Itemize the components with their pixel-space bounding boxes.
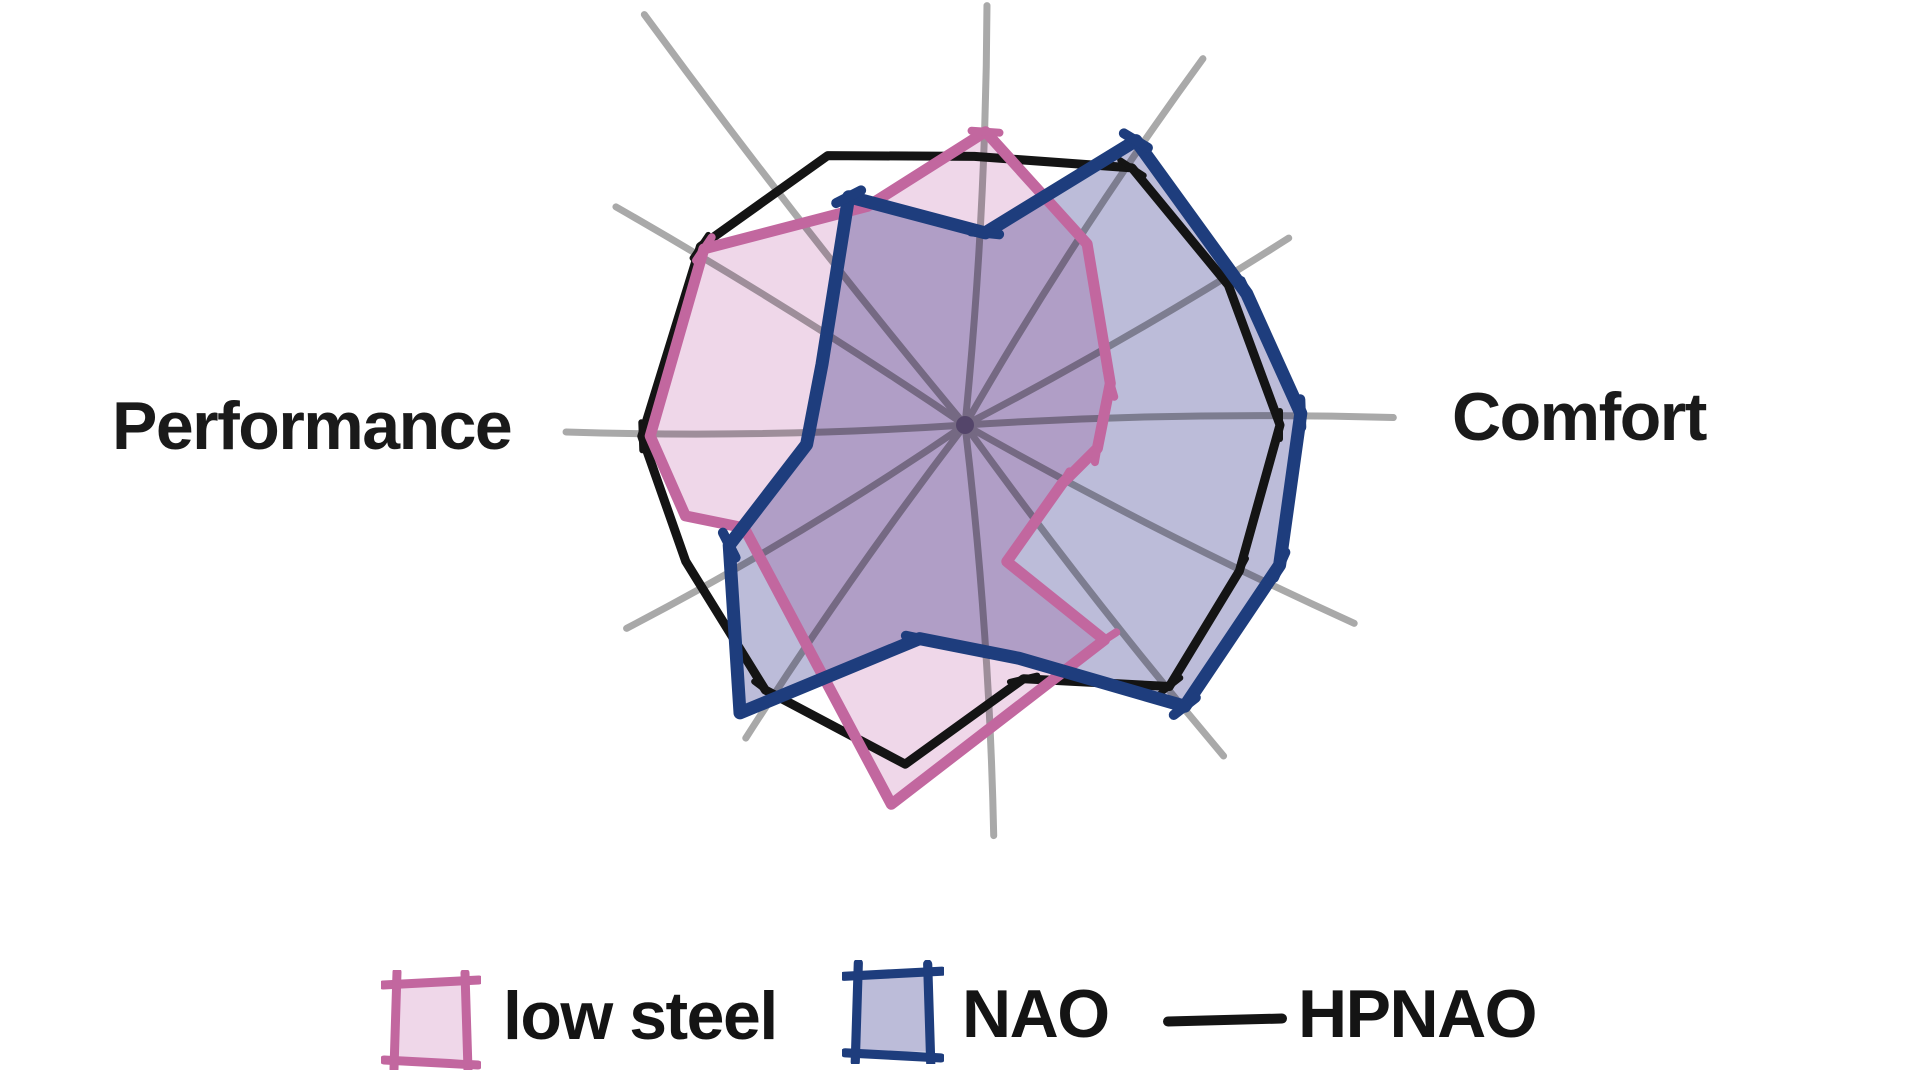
series-vertex-tick bbox=[966, 226, 1005, 240]
series-vertex-tick bbox=[1268, 547, 1291, 583]
series-vertex-tick bbox=[900, 630, 939, 647]
series-vertex-tick bbox=[638, 419, 646, 454]
series-vertex-tick bbox=[1235, 275, 1258, 312]
series-vertex-tick bbox=[1088, 628, 1121, 652]
series-vertex-tick bbox=[1168, 692, 1201, 720]
series-fill-NAO bbox=[729, 140, 1301, 713]
legend-swatch-low-steel-icon bbox=[381, 970, 481, 1070]
series-outline-low-steel bbox=[644, 126, 1116, 810]
series-vertex-tick bbox=[717, 527, 741, 563]
series-vertex-tick bbox=[1295, 394, 1307, 433]
series-vertex-tick bbox=[1006, 672, 1041, 685]
series-vertex-tick bbox=[1102, 365, 1119, 401]
series-vertex-tick bbox=[1050, 467, 1074, 500]
series-vertex-tick bbox=[1117, 157, 1147, 179]
series-vertex-tick bbox=[1118, 128, 1153, 153]
legend-label-nao: NAO bbox=[962, 976, 1110, 1052]
legend-label-hpnao: HPNAO bbox=[1298, 976, 1538, 1052]
series-vertex-tick bbox=[967, 126, 1004, 137]
legend-swatch-nao-icon bbox=[842, 960, 944, 1064]
series-vertex-tick bbox=[692, 233, 716, 265]
series-vertex-tick bbox=[1229, 555, 1249, 587]
series-vertex-tick bbox=[1090, 430, 1104, 467]
series-vertex-tick bbox=[831, 185, 867, 209]
legend-label-low-steel: low steel bbox=[503, 978, 778, 1054]
axis-label-comfort: Comfort bbox=[1452, 379, 1707, 455]
series-vertex-tick bbox=[1155, 674, 1184, 699]
series-outline-NAO bbox=[722, 134, 1308, 720]
axis-label-performance: Performance bbox=[112, 388, 513, 464]
